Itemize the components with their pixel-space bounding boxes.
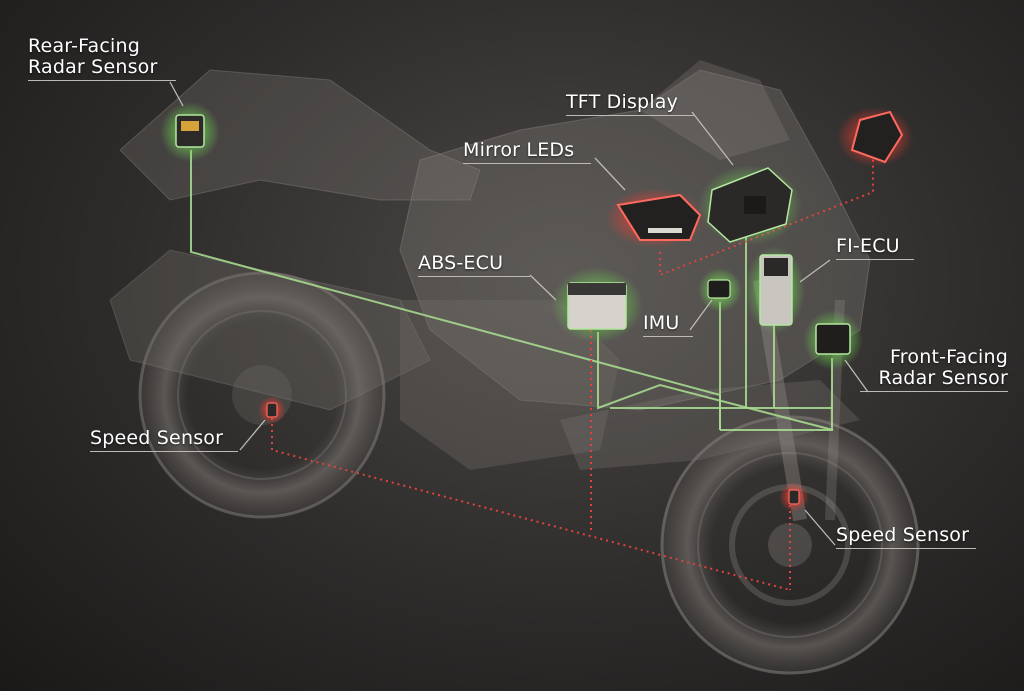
leader-rear-radar	[169, 81, 184, 107]
line-front-radar	[720, 358, 833, 431]
speed-sensor-front-unit	[779, 482, 809, 512]
mirror-left-unit	[605, 188, 705, 248]
label-abs-ecu: ABS-ECU	[418, 253, 530, 277]
leader-abs	[529, 274, 557, 301]
abs-ecu-unit	[551, 267, 643, 343]
green-network-lines	[190, 150, 834, 431]
motorcycle-body	[109, 60, 920, 675]
label-abs-ecu-text: ABS-ECU	[418, 253, 530, 277]
label-speed-sensor-front-text: Speed Sensor	[836, 525, 976, 549]
label-rear-facing-radar-sensor: Rear-Facing Radar Sensor	[28, 36, 176, 81]
red-network-lines	[271, 155, 874, 591]
label-speed-sensor-rear-text: Speed Sensor	[90, 428, 238, 452]
label-front-radar-line2: Radar Sensor	[860, 368, 1008, 392]
label-fi-ecu-text: FI-ECU	[836, 236, 914, 260]
leader-mirror	[594, 157, 626, 191]
leader-speed-front	[804, 509, 836, 546]
fi-ecu-unit	[745, 246, 805, 334]
leader-speed-rear	[239, 419, 266, 451]
label-fi-ecu: FI-ECU	[836, 236, 914, 260]
line-mirror-leds	[659, 155, 874, 277]
leader-tft	[691, 111, 734, 166]
label-imu-text: IMU	[643, 313, 693, 337]
label-mirror-leds: Mirror LEDs	[463, 140, 591, 164]
line-speed-rear	[271, 418, 791, 591]
leader-imu	[689, 299, 713, 331]
tft-display-unit	[698, 165, 802, 245]
label-speed-sensor-rear: Speed Sensor	[90, 428, 238, 452]
label-mirror-leds-text: Mirror LEDs	[463, 140, 591, 164]
rear-radar-unit	[160, 102, 220, 162]
leader-front-radar	[844, 359, 869, 393]
label-rear-radar-line1: Rear-Facing	[28, 35, 140, 57]
imu-unit	[698, 268, 742, 312]
speed-sensor-rear-unit	[258, 396, 286, 424]
label-tft-display: TFT Display	[566, 92, 694, 116]
label-tft-display-text: TFT Display	[566, 92, 694, 116]
mirror-right-unit	[837, 107, 913, 167]
label-speed-sensor-front: Speed Sensor	[836, 525, 976, 549]
front-radar-unit	[803, 310, 863, 370]
leader-lines	[169, 81, 869, 546]
label-front-radar-line1: Front-Facing	[890, 346, 1008, 368]
label-rear-radar-line2: Radar Sensor	[28, 57, 176, 81]
label-front-facing-radar-sensor: Front-Facing Radar Sensor	[860, 347, 1008, 392]
leader-fi	[799, 259, 831, 283]
label-imu: IMU	[643, 313, 693, 337]
